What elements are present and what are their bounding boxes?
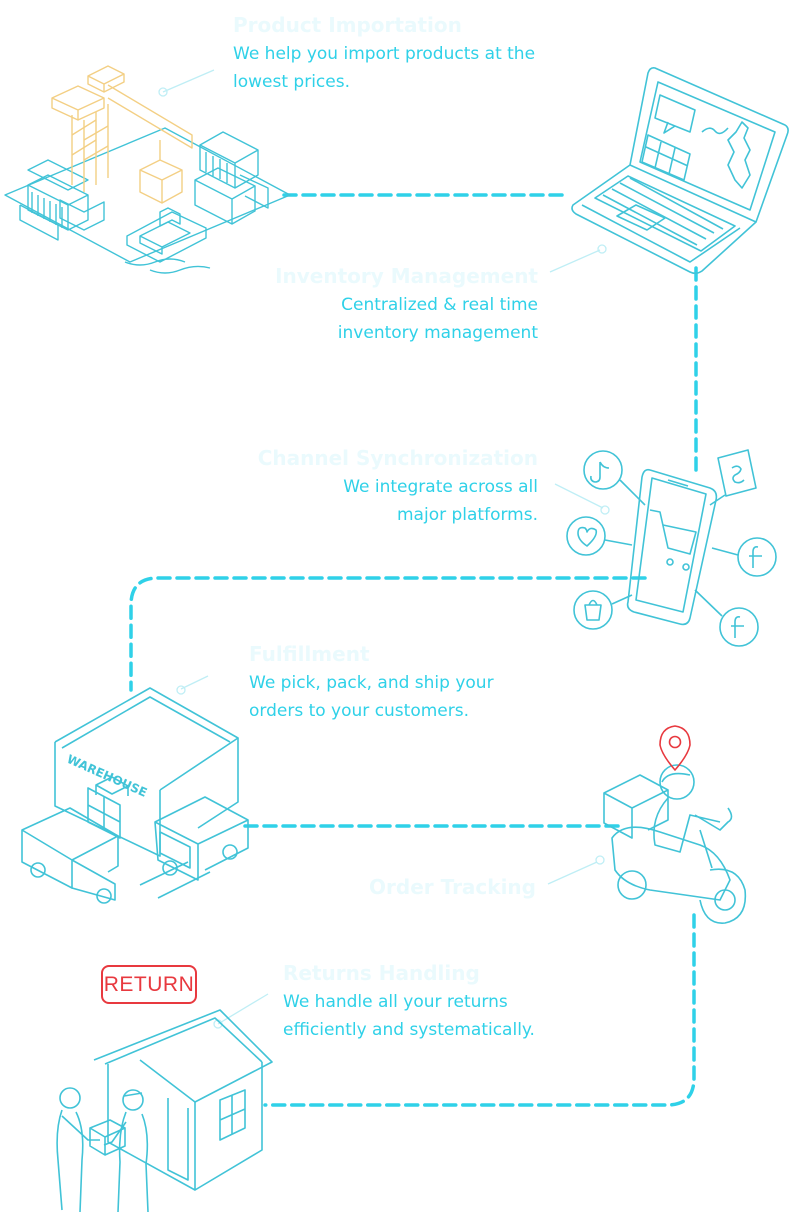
- step-channel-synchronization: Channel Synchronization We integrate acr…: [218, 445, 538, 529]
- step-description: Centralized & real time inventory manage…: [337, 295, 538, 343]
- phone-cart-icon: [566, 449, 777, 647]
- step-order-tracking: Order Tracking: [330, 874, 536, 902]
- step-product-importation: Product Importation We help you import p…: [233, 12, 573, 96]
- step-description: We handle all your returns efficiently a…: [283, 992, 535, 1040]
- laptop-map-icon: [571, 67, 789, 275]
- return-sign: RETURN: [101, 965, 197, 1004]
- step-title: Inventory Management: [275, 264, 538, 288]
- step-title: Channel Synchronization: [257, 446, 538, 470]
- delivery-scooter-icon: [603, 725, 747, 924]
- warehouse-sign-text: WAREHOUSE: [65, 752, 149, 800]
- dashed-connector-path: [129, 193, 698, 1107]
- step-title: Fulfillment: [249, 642, 370, 666]
- step-description: We integrate across all major platforms.: [343, 477, 538, 525]
- callout-leaders: [158, 69, 610, 1029]
- step-fulfillment: Fulfillment We pick, pack, and ship your…: [249, 641, 549, 725]
- warehouse-trucks-icon: WAREHOUSE: [21, 687, 249, 904]
- port-crane-ship-icon: [4, 65, 291, 274]
- step-title: Product Importation: [233, 13, 462, 37]
- house-return-icon: [56, 1009, 273, 1213]
- step-description: We help you import products at the lowes…: [233, 44, 536, 92]
- step-title: Returns Handling: [283, 961, 480, 985]
- return-sign-text: RETURN: [103, 972, 195, 996]
- step-returns-handling: Returns Handling We handle all your retu…: [283, 960, 593, 1044]
- step-title: Order Tracking: [369, 875, 536, 899]
- step-inventory-management: Inventory Management Centralized & real …: [238, 263, 538, 347]
- step-description: We pick, pack, and ship your orders to y…: [249, 673, 494, 721]
